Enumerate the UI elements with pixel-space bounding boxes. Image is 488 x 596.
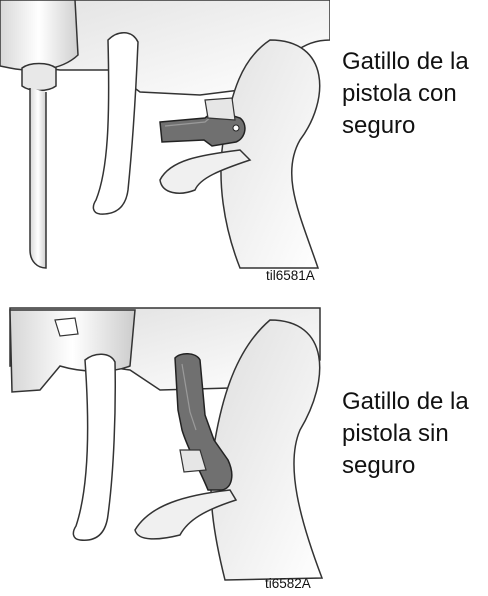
fluid-fitting — [21, 62, 57, 92]
caption-line: seguro — [342, 112, 416, 139]
caption-line: seguro — [342, 452, 416, 479]
figure-code: til6581A — [266, 268, 315, 283]
trigger-guard — [159, 149, 252, 194]
figure-trigger-unlocked: Gatillo de la pistola sin seguro ti6582A — [0, 300, 488, 596]
caption-line: pistola sin — [342, 420, 449, 447]
caption-line: Gatillo de la — [342, 388, 469, 415]
trigger — [92, 32, 139, 215]
fluid-hose — [29, 88, 47, 269]
caption-line: pistola con — [342, 80, 457, 107]
locked-caption: Gatillo de la pistola con seguro — [342, 46, 469, 142]
unlocked-caption: Gatillo de la pistola sin seguro — [342, 386, 469, 482]
figure-trigger-locked: Gatillo de la pistola con seguro til6581… — [0, 0, 488, 290]
gun-barrel — [0, 0, 79, 71]
locked-trigger-illustration — [0, 0, 330, 269]
trigger — [72, 353, 116, 541]
caption-line: Gatillo de la — [342, 48, 469, 75]
figure-code: ti6582A — [265, 576, 311, 591]
unlocked-trigger-illustration — [9, 307, 324, 581]
gun-handle — [210, 319, 324, 581]
trigger-guard — [134, 489, 238, 540]
